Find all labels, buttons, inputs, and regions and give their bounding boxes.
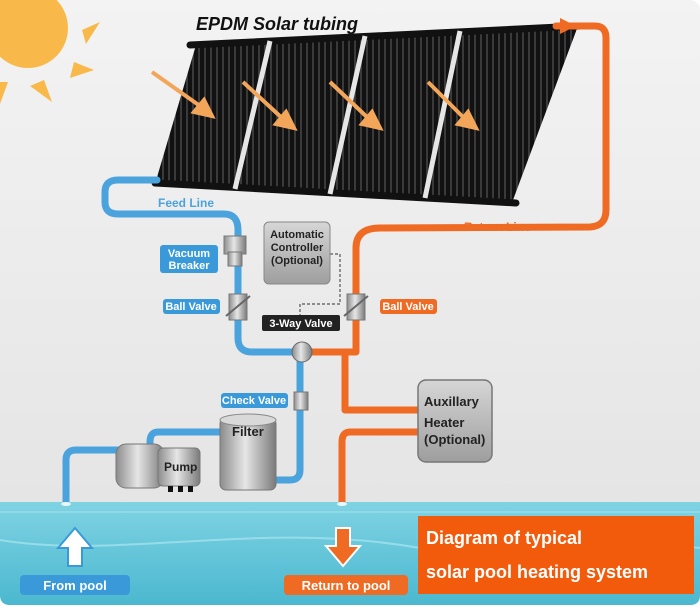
pump-label: Pump <box>164 460 197 474</box>
from-pool-arrow-icon <box>55 526 95 567</box>
ball-valve-left-label: Ball Valve <box>165 301 216 313</box>
solar-panel <box>151 22 584 207</box>
return-arrow-icon <box>560 18 576 34</box>
filter-label: Filter <box>232 424 264 439</box>
vacuum-breaker-label-2: Breaker <box>169 260 211 272</box>
vacuum-breaker-label-1: Vacuum <box>168 248 210 260</box>
sun-ray-arrows <box>150 70 480 131</box>
panel-title: EPDM Solar tubing <box>196 14 358 34</box>
three-way-valve-label: 3-Way Valve <box>269 318 332 330</box>
three-way-valve <box>291 341 313 363</box>
return-to-pool-label: Return to pool <box>302 578 391 593</box>
check-valve <box>293 391 309 411</box>
pump <box>115 443 201 492</box>
ball-valve-right-tag <box>380 299 437 314</box>
auxiliary-heater <box>417 379 493 463</box>
ball-valve-left <box>225 293 251 321</box>
check-valve-label: Check Valve <box>222 395 286 407</box>
return-line-label: Return Line <box>464 220 531 234</box>
ball-valve-right-label: Ball Valve <box>382 301 433 313</box>
sun-icon <box>0 0 100 104</box>
heater-label-3: (Optional) <box>424 432 485 447</box>
vacuum-breaker <box>223 235 247 267</box>
caption-line-1: Diagram of typical <box>426 528 582 548</box>
automatic-controller <box>263 221 331 285</box>
feed-line-pipe <box>62 176 304 506</box>
heater-label-2: Heater <box>424 415 464 430</box>
controller-label-3: (Optional) <box>271 255 323 267</box>
heater-label-1: Auxillary <box>424 394 480 409</box>
return-to-pool-tag <box>284 575 408 595</box>
ball-valve-left-tag <box>163 299 220 314</box>
three-way-valve-tag <box>262 315 340 331</box>
caption-line-2: solar pool heating system <box>426 562 648 582</box>
return-to-pool-arrow-icon <box>323 527 363 568</box>
from-pool-label: From pool <box>43 578 107 593</box>
from-pool-tag <box>20 575 130 595</box>
check-valve-tag <box>221 393 288 408</box>
controller-label-1: Automatic <box>270 229 324 241</box>
feed-line-label: Feed Line <box>158 196 214 210</box>
controller-label-2: Controller <box>271 242 324 254</box>
ball-valve-right <box>343 293 369 321</box>
caption-box <box>418 516 694 594</box>
return-line-pipe <box>300 22 610 506</box>
filter <box>219 413 277 491</box>
controller-link <box>299 253 341 316</box>
vacuum-breaker-tag <box>160 245 218 273</box>
